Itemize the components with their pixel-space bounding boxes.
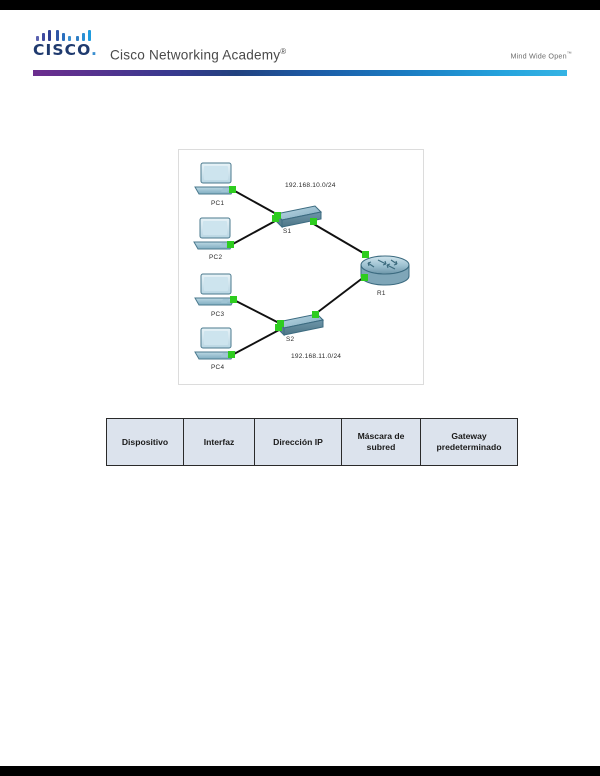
link-s1-r1 bbox=[311, 222, 366, 255]
device-label-r1: R1 bbox=[377, 290, 386, 297]
device-label-pc2: PC2 bbox=[209, 254, 223, 261]
column-header-default-gateway-line1: Gateway bbox=[451, 431, 487, 441]
cisco-wordmark-dot: . bbox=[91, 41, 99, 59]
column-header-default-gateway: Gateway predeterminado bbox=[420, 418, 518, 466]
column-header-ip-address: Dirección IP bbox=[254, 418, 342, 466]
link-status-indicators bbox=[227, 186, 369, 358]
column-header-subnet-mask: Máscara de subred bbox=[341, 418, 421, 466]
link-s2-r1 bbox=[313, 276, 365, 316]
column-header-default-gateway-line2: predeterminado bbox=[436, 442, 502, 452]
cisco-wordmark-text: CISCO bbox=[33, 41, 92, 59]
academy-title-text: Cisco Networking Academy bbox=[110, 47, 281, 63]
device-label-s2: S2 bbox=[286, 336, 295, 343]
page-title: Cisco Networking Academy® bbox=[110, 47, 286, 63]
cisco-wordmark: CISCO. bbox=[33, 42, 125, 59]
device-label-pc3: PC3 bbox=[211, 311, 225, 318]
device-label-s1: S1 bbox=[283, 228, 292, 235]
device-label-pc4: PC4 bbox=[211, 364, 225, 371]
column-header-interface-line1: Interfaz bbox=[203, 436, 235, 447]
column-header-subnet-mask-line1: Máscara de bbox=[357, 431, 405, 441]
network-label-bottom: 192.168.11.0/24 bbox=[291, 353, 342, 360]
link-pc2-s1 bbox=[230, 219, 278, 246]
table-header-row: Dispositivo Interfaz Dirección IP Máscar… bbox=[106, 418, 518, 466]
topology-canvas bbox=[193, 162, 410, 360]
column-header-device: Dispositivo bbox=[106, 418, 184, 466]
column-header-ip-address-line1: Dirección IP bbox=[273, 436, 323, 447]
link-pc1-s1 bbox=[232, 189, 281, 217]
cisco-tagline-text: Mind Wide Open bbox=[510, 51, 567, 61]
link-pc4-s2 bbox=[231, 329, 280, 356]
topology-links bbox=[230, 189, 366, 356]
cisco-bars-logo-icon bbox=[36, 30, 94, 41]
device-pc2-icon bbox=[193, 217, 235, 250]
document-page: CISCO. Cisco Networking Academy® Mind Wi… bbox=[0, 10, 600, 766]
cisco-tagline: Mind Wide Open™ bbox=[510, 51, 572, 60]
network-topology-figure: 192.168.10.0/24 192.168.11.0/24 PC1 PC2 … bbox=[178, 149, 424, 385]
device-label-pc1: PC1 bbox=[211, 200, 225, 207]
column-header-interface: Interfaz bbox=[183, 418, 255, 466]
cisco-logo: CISCO. bbox=[33, 30, 125, 62]
device-pc4-icon bbox=[194, 327, 236, 360]
addressing-table: Dispositivo Interfaz Dirección IP Máscar… bbox=[106, 418, 518, 466]
document-header: CISCO. Cisco Networking Academy® Mind Wi… bbox=[0, 10, 600, 76]
column-header-subnet-mask-line2: subred bbox=[366, 442, 396, 452]
device-pc1-icon bbox=[194, 162, 236, 195]
device-r1-icon bbox=[360, 255, 410, 286]
device-pc3-icon bbox=[194, 273, 236, 306]
cisco-tagline-trademark: ™ bbox=[566, 51, 572, 57]
network-label-top: 192.168.10.0/24 bbox=[285, 182, 336, 189]
header-accent-rule bbox=[33, 70, 567, 76]
link-pc3-s2 bbox=[233, 299, 282, 325]
academy-title-trademark: ® bbox=[280, 47, 287, 56]
column-header-device-line1: Dispositivo bbox=[121, 436, 169, 447]
